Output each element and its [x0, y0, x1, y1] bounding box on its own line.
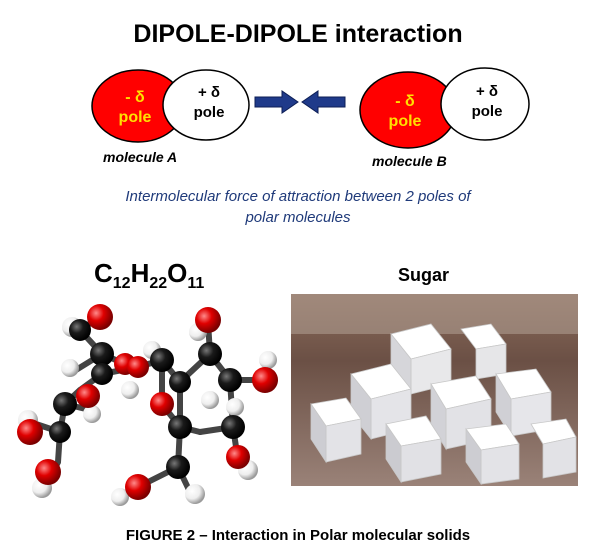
oxygen-atoms: [17, 304, 278, 500]
formula-c: C: [94, 258, 113, 288]
sugar-cubes: [310, 323, 577, 486]
molecule-a-negative-charge: - δ: [125, 89, 145, 106]
formula-h: H: [130, 258, 150, 288]
molecule-a-label: molecule A: [103, 149, 178, 165]
formula-o-count: 11: [187, 275, 205, 292]
sugar-label: Sugar: [398, 265, 450, 285]
dipole-diagram: - δ pole + δ pole - δ pole + δ pole: [91, 67, 530, 149]
molecule-a-positive-pole: [162, 69, 250, 141]
chemical-formula: C12H22O11: [94, 258, 204, 293]
formula-c-count: 12: [112, 275, 131, 292]
left-arrow-icon: [301, 90, 346, 114]
molecule-a-positive-pole-label: pole: [194, 104, 225, 121]
molecule-b: - δ pole + δ pole: [359, 67, 530, 149]
formula-h-count: 22: [149, 275, 168, 292]
attraction-arrows: [254, 90, 346, 114]
caption-line-1: Intermolecular force of attraction betwe…: [125, 188, 471, 205]
molecule-b-negative-pole-label: pole: [389, 113, 422, 130]
formula-o: O: [167, 258, 188, 288]
sucrose-molecule-model: [17, 304, 278, 506]
molecule-a-positive-charge: + δ: [198, 84, 220, 101]
molecule-a-negative-pole-label: pole: [119, 109, 152, 126]
molecule-a: - δ pole + δ pole: [91, 69, 250, 143]
figure-caption: FIGURE 2 – Interaction in Polar molecula…: [125, 527, 471, 544]
molecule-b-positive-pole-label: pole: [472, 103, 503, 120]
molecule-b-label: molecule B: [372, 153, 447, 169]
page-title: DIPOLE-DIPOLE interaction: [133, 20, 463, 48]
interaction-caption: Intermolecular force of attraction betwe…: [40, 186, 556, 228]
caption-line-2: polar molecules: [245, 209, 351, 226]
right-arrow-icon: [254, 90, 299, 114]
carbon-atoms: [49, 319, 245, 479]
molecule-b-negative-charge: - δ: [395, 93, 415, 110]
molecule-b-positive-pole: [440, 67, 530, 141]
sugar-cubes-image: [291, 294, 578, 486]
molecule-b-positive-charge: + δ: [476, 83, 498, 100]
